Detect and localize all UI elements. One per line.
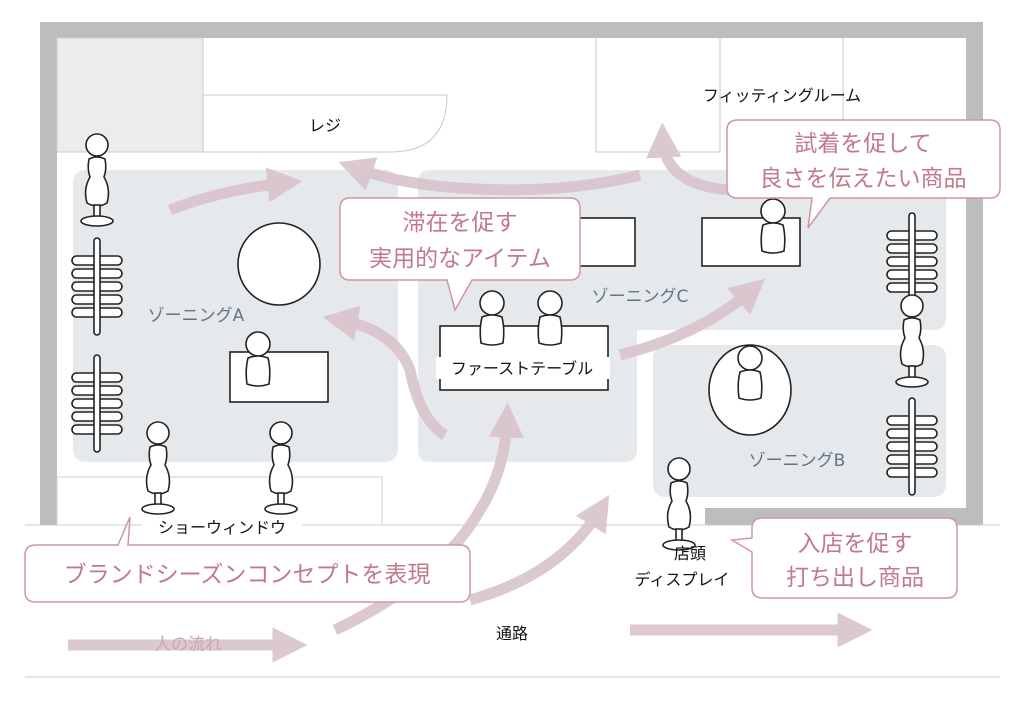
flow-arrow — [167, 167, 303, 216]
callout-try-on: 試着を促して 良さを伝えたい商品 — [726, 119, 1001, 229]
zone-a-label: ゾーニングA — [148, 306, 245, 326]
flow-arrow — [322, 305, 449, 440]
flow-arrow — [646, 122, 731, 196]
callout-text: 滞在を促す — [403, 210, 518, 236]
fitting-room-label: フィッティングルーム — [703, 86, 861, 105]
flow-arrow — [338, 157, 642, 196]
zone-c-label: ゾーニングC — [592, 287, 689, 307]
table — [229, 351, 329, 403]
back-room — [56, 37, 204, 153]
display-bust — [479, 290, 505, 346]
register-label: レジ — [309, 116, 341, 135]
display-bust — [760, 198, 786, 254]
zone-b-label: ゾーニングB — [749, 451, 846, 471]
flow-arrow — [468, 495, 610, 606]
mannequin — [662, 457, 696, 551]
aisle-label: 通路 — [496, 624, 528, 643]
display-bust — [245, 331, 271, 387]
flow-arrow — [618, 278, 766, 361]
callout-brand: ブランドシーズンコンセプトを表現 — [24, 516, 471, 603]
display-bust — [537, 290, 563, 346]
show-window-label: ショーウィンドウ — [158, 518, 286, 537]
storefront-display-label: 店頭 — [674, 544, 706, 563]
callout-text: 実用的なアイテム — [369, 246, 551, 272]
callout-enter: 入店を促す 打ち出し商品 — [729, 517, 958, 599]
callout-text: 試着を促して — [794, 131, 931, 157]
register-counter — [202, 94, 448, 153]
round-table — [237, 222, 321, 306]
people-flow-label: 人の流れ — [154, 635, 222, 655]
first-table-label: ファーストテーブル — [451, 359, 593, 378]
callout-stay: 滞在を促す 実用的なアイテム — [339, 197, 581, 312]
callout-text: 入店を促す — [798, 531, 913, 557]
callout-text: ブランドシーズンコンセプトを表現 — [64, 562, 431, 588]
callout-text: 打ち出し商品 — [786, 565, 924, 591]
storefront-display-label: ディスプレイ — [635, 570, 730, 589]
display-bust — [737, 345, 763, 401]
callout-text: 良さを伝えたい商品 — [760, 166, 967, 192]
